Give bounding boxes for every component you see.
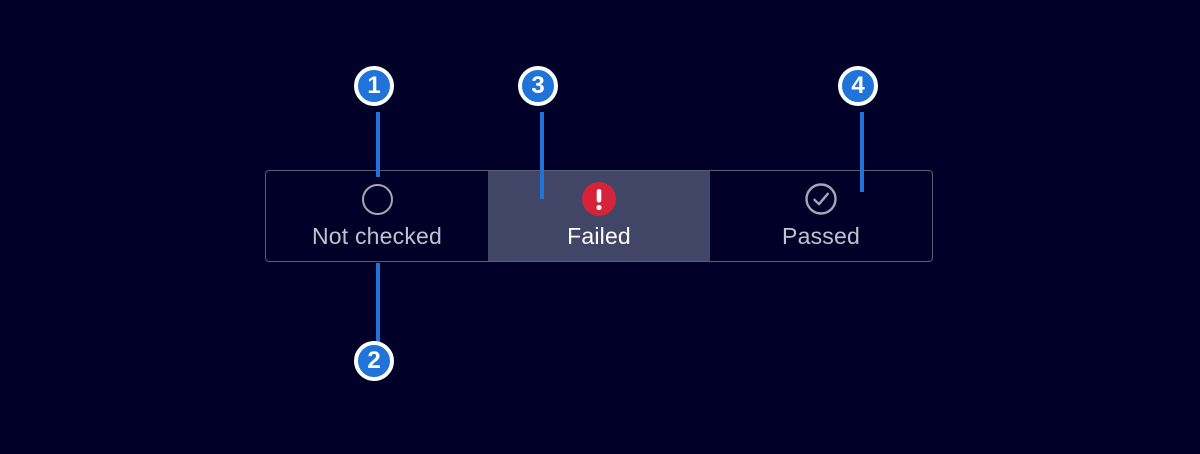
callout-line-1 <box>376 112 380 177</box>
segment-not-checked[interactable]: Not checked <box>266 171 488 261</box>
callout-badge-4: 4 <box>838 66 878 106</box>
segment-passed[interactable]: Passed <box>710 171 932 261</box>
callout-badge-1-number: 1 <box>367 72 381 99</box>
callout-badge-2-number: 2 <box>367 347 381 374</box>
callout-badge-2: 2 <box>354 341 394 381</box>
check-circle-icon <box>805 182 837 216</box>
callout-line-4 <box>860 112 864 192</box>
callout-badge-3: 3 <box>518 66 558 106</box>
alert-filled-icon <box>582 182 616 216</box>
callout-badge-3-number: 3 <box>531 72 545 99</box>
segment-passed-label: Passed <box>782 223 860 249</box>
callout-line-3 <box>540 112 544 199</box>
segment-failed-label: Failed <box>567 223 631 249</box>
circle-outline-icon <box>361 182 393 216</box>
callout-badge-1: 1 <box>354 66 394 106</box>
segment-not-checked-label: Not checked <box>311 223 443 249</box>
check-state-segmented-control: Not checked Failed Passed <box>265 170 933 262</box>
callout-line-2 <box>376 263 380 342</box>
callout-badge-4-number: 4 <box>851 72 865 99</box>
segment-failed[interactable]: Failed <box>488 171 710 261</box>
